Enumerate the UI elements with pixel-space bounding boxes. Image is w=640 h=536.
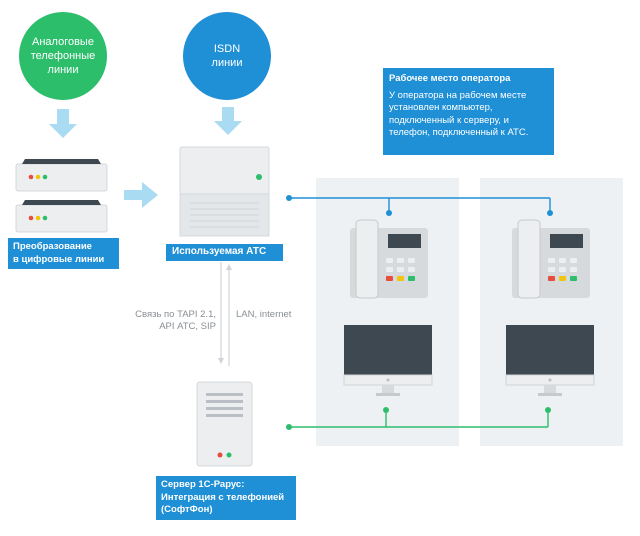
server-label: Сервер 1С-Рарус: Интеграция с телефонией…: [156, 476, 296, 520]
operator-panel-2: [480, 178, 623, 446]
operator-panel-1: [316, 178, 459, 446]
arrow-down-analog: [49, 109, 77, 138]
isdn-lines-circle: [183, 12, 271, 100]
pbx-label: Используемая АТС: [166, 244, 283, 261]
phone-icon: [512, 219, 590, 299]
computer-connection-line: [286, 407, 551, 430]
operator-workplace-title: Рабочее место оператора: [389, 73, 511, 84]
isdn-lines-label: ISDN линии: [211, 43, 243, 69]
arrow-down-isdn: [214, 107, 242, 135]
converter-device-1: [15, 159, 108, 192]
analog-lines-circle: [19, 12, 107, 100]
pbx-device: [179, 146, 270, 237]
tapi-link-label: Связь по TAPI 2.1, API АТС, SIP: [135, 309, 216, 332]
phone-connection-line: [286, 195, 553, 216]
phone-icon: [350, 219, 428, 299]
operator-workplace-text: У оператора на рабочем месте установлен …: [389, 89, 529, 139]
server-device: [196, 381, 253, 467]
monitor-icon: [505, 325, 595, 396]
arrow-right-to-pbx: [124, 182, 158, 208]
arrows: [49, 107, 242, 208]
operator-workplace-box: Рабочее место оператора У оператора на р…: [383, 68, 554, 155]
analog-lines-label: Аналоговые телефонные линии: [30, 36, 96, 76]
monitor-icon: [343, 325, 433, 396]
converter-device-2: [15, 200, 108, 233]
lan-link-label: LAN, internet: [236, 309, 292, 320]
conversion-label: Преобразование в цифровые линии: [8, 238, 119, 269]
pbx-server-link: [218, 262, 232, 366]
